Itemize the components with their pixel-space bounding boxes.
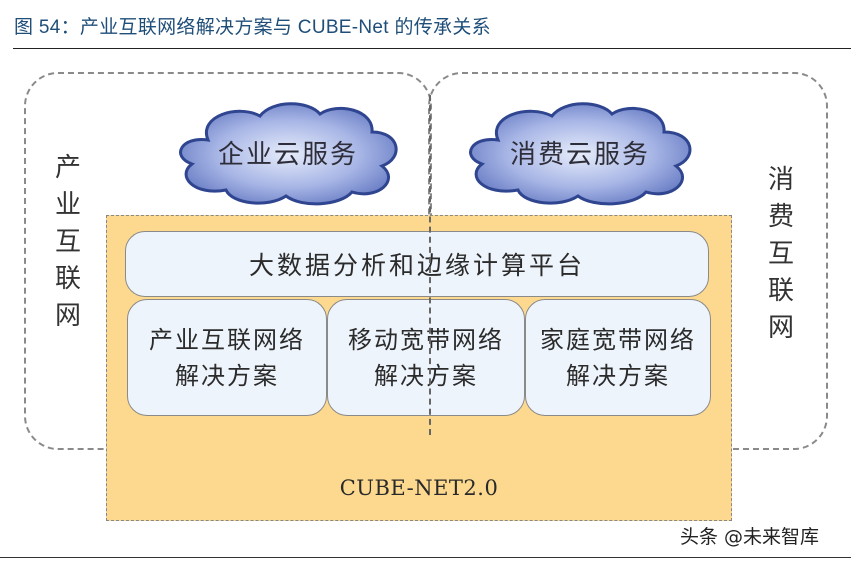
home-broadband-solution: 家庭宽带网络解决方案 bbox=[525, 299, 711, 416]
mobile-broadband-solution-label: 移动宽带网络解决方案 bbox=[348, 325, 504, 390]
mobile-broadband-solution: 移动宽带网络解决方案 bbox=[327, 299, 525, 416]
figure-title: 图 54：产业互联网络解决方案与 CUBE-Net 的传承关系 bbox=[14, 17, 491, 38]
home-broadband-solution-label: 家庭宽带网络解决方案 bbox=[540, 325, 696, 390]
enterprise-cloud-label: 企业云服务 bbox=[217, 139, 358, 170]
region-divider bbox=[429, 95, 431, 435]
consumer-cloud-label: 消费云服务 bbox=[509, 139, 650, 170]
industrial-network-solution: 产业互联网络解决方案 bbox=[127, 299, 327, 416]
title-divider bbox=[13, 48, 851, 49]
enterprise-cloud: 企业云服务 bbox=[168, 96, 408, 208]
consumer-cloud: 消费云服务 bbox=[458, 96, 702, 208]
industrial-internet-label: 产业互联网 bbox=[54, 153, 81, 331]
cloud-icon bbox=[179, 102, 398, 206]
source-watermark: 头条 @未来智库 bbox=[680, 526, 820, 548]
big-data-edge-computing-platform: 大数据分析和边缘计算平台 bbox=[125, 231, 709, 297]
cube-net-label: CUBE-NET2.0 bbox=[339, 476, 499, 500]
cloud-icon bbox=[469, 102, 692, 206]
industrial-network-solution-label: 产业互联网络解决方案 bbox=[149, 325, 305, 390]
bottom-divider bbox=[0, 557, 851, 558]
consumer-internet-label: 消费互联网 bbox=[767, 165, 794, 343]
